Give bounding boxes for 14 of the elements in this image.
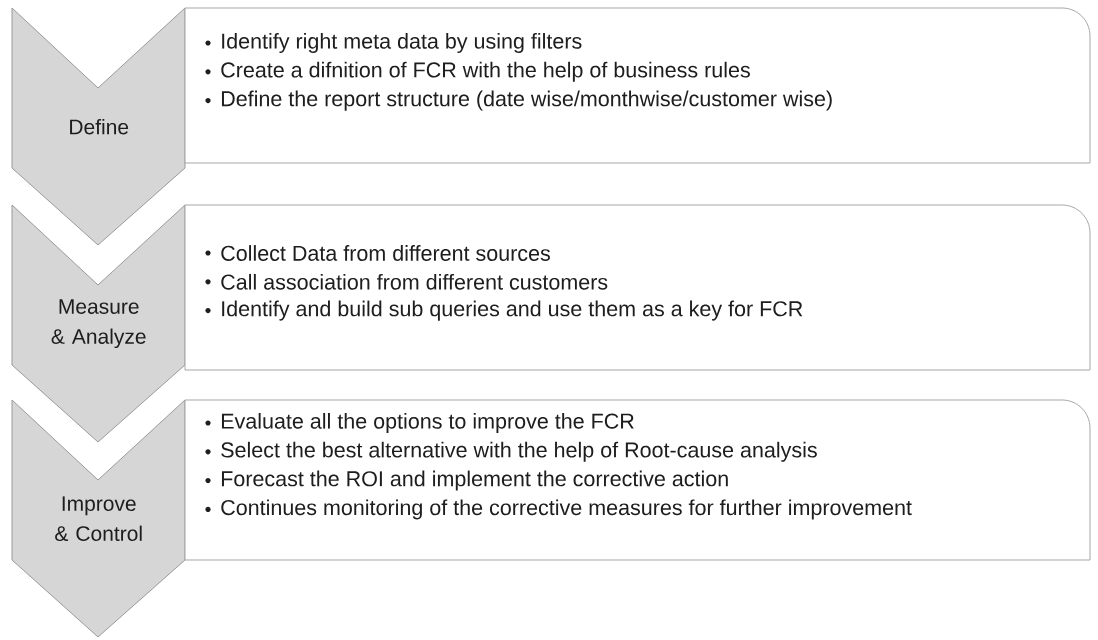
bullet-item: Evaluate all the options to improve the FCR	[205, 413, 634, 433]
bullet-item: Forecast the ROI and implement the corrective action	[205, 470, 728, 491]
bullet-item: Select the best alternative with the help of Root-cause analysis	[205, 441, 817, 462]
step-panel	[184, 7, 1091, 164]
bullet-item: Define the report structure (date wise/monthwise/customer wise)	[205, 90, 832, 111]
bullet-item: Create a difnition of FCR with the help of business rules	[205, 61, 750, 82]
node-label: Improve & Control	[55, 496, 142, 542]
bullet-item: Identify and build sub queries and use them as a key for FCR	[205, 300, 803, 321]
step-panel	[184, 399, 1091, 561]
bullet-item: Collect Data from different sources	[205, 245, 550, 261]
bullet-item: Continues monitoring of the corrective measures for further improvement	[205, 499, 912, 520]
bullet-item: Identify right meta data by using filters	[205, 33, 582, 54]
bullet-item: Call association from different customers	[205, 273, 608, 290]
step-panel	[184, 204, 1091, 371]
